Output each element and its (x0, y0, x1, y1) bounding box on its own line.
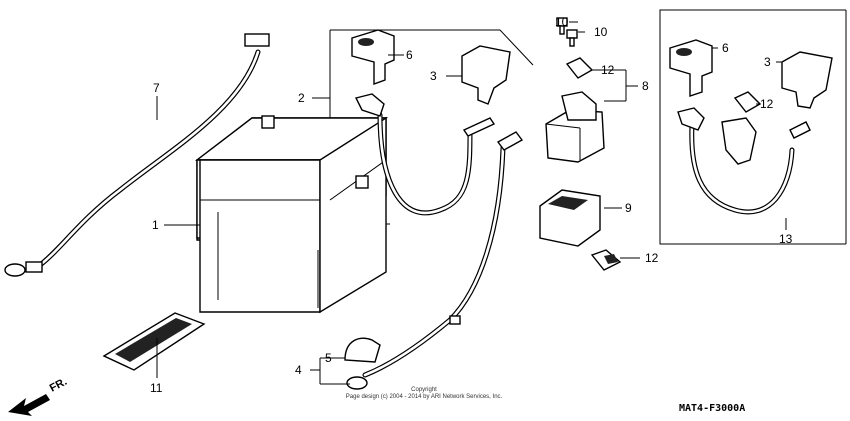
kit-fuse-12b (733, 91, 762, 113)
fuse-12c (590, 249, 622, 271)
copyright-line-1: Copyright (411, 387, 437, 393)
callout-3-main: 3 (430, 69, 437, 83)
callout-6-main: 6 (406, 48, 413, 62)
copyright-line-2: Page design (c) 2004 - 2014 by ARI Netwo… (346, 394, 503, 400)
leader-lines (156, 21, 787, 385)
callout-12-kit: 12 (760, 97, 774, 111)
callout-2: 2 (298, 91, 305, 105)
callout-9: 9 (625, 201, 632, 215)
accessory-kit-bracket (659, 9, 847, 245)
battery (194, 115, 389, 314)
bolt-10b (566, 29, 578, 47)
callout-13: 13 (779, 232, 793, 246)
callout-12-lower: 12 (645, 251, 659, 265)
negative-cable (4, 33, 270, 277)
callout-1: 1 (152, 218, 159, 232)
terminal-cover (344, 337, 381, 363)
fuse-cover-6 (351, 29, 395, 85)
battery-band (102, 312, 206, 371)
callout-4: 4 (295, 363, 302, 377)
callout-8: 8 (642, 79, 649, 93)
callout-10-right: 10 (594, 25, 608, 39)
kit-fuse-cover-6 (669, 39, 713, 97)
bolt-10a (556, 17, 568, 35)
callout-3-kit: 3 (764, 55, 771, 69)
callout-12-main: 12 (601, 63, 615, 77)
fuse-cover-3 (461, 45, 511, 105)
front-direction-arrow-icon (8, 394, 50, 416)
positive-cable (346, 131, 524, 390)
fuse-box (539, 189, 601, 247)
callout-10-left: 10 (555, 15, 569, 29)
callout-5: 5 (325, 351, 332, 365)
front-direction-label: FR. (48, 376, 69, 395)
battery-harness (354, 93, 496, 216)
fuse-12a (565, 57, 594, 79)
kit-harness (677, 107, 811, 215)
diagram-code: MAT4-F3000A (679, 403, 745, 414)
callout-11: 11 (150, 381, 163, 395)
callout-6-kit: 6 (722, 41, 729, 55)
callout-7: 7 (153, 81, 160, 95)
kit-fuse-cover-3 (781, 51, 833, 109)
relay-assembly (545, 91, 605, 163)
